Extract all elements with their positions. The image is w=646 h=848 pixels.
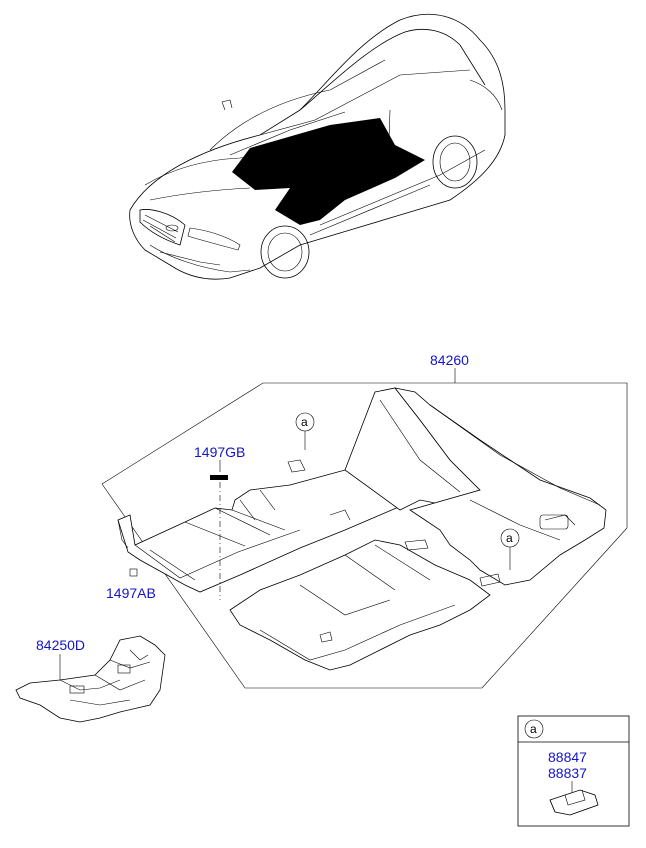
plug-1497AB	[129, 568, 138, 577]
part-label-88837[interactable]: 88837	[548, 765, 587, 781]
detail-box-header: a	[530, 722, 537, 736]
callout-a-right[interactable]: a	[500, 528, 520, 570]
assembly-frame	[101, 382, 628, 689]
callout-a-top[interactable]: a	[295, 412, 315, 450]
car-floor-highlight	[232, 118, 425, 225]
part-label-88847[interactable]: 88847	[548, 749, 587, 765]
part-label-1497AB[interactable]: 1497AB	[106, 585, 156, 601]
svg-text:a: a	[506, 531, 513, 545]
clip-part	[549, 789, 599, 816]
floor-carpet-drawing	[117, 387, 607, 671]
part-label-1497GB[interactable]: 1497GB	[194, 444, 245, 460]
detail-box: a 88847 88837	[517, 715, 630, 827]
part-label-84260[interactable]: 84260	[430, 352, 469, 368]
svg-text:a: a	[301, 415, 308, 429]
car-illustration	[129, 13, 506, 280]
front-insulator-drawing	[15, 635, 166, 723]
part-label-84250D[interactable]: 84250D	[36, 637, 85, 653]
plug-1497GB	[210, 475, 228, 480]
